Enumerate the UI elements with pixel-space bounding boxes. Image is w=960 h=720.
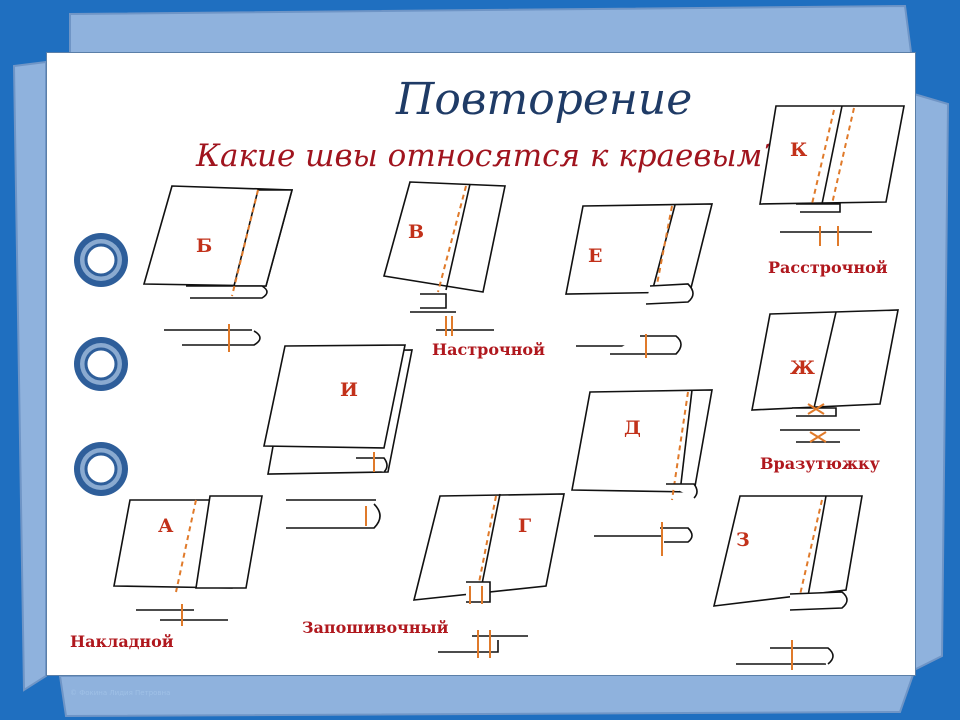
figure-letter: А (158, 515, 174, 537)
caption-zaposhivochny: Запошивочный (302, 618, 449, 637)
caption-vrazutyuzhku: Вразутюжку (760, 454, 880, 473)
caption-nakladnoy: Накладной (70, 632, 174, 651)
figure-zh (751, 309, 899, 443)
figure-e (565, 203, 714, 358)
slide-subtitle: Какие швы относятся к краевым? (196, 138, 779, 174)
figure-b (142, 185, 294, 352)
caption-nastrochnoy: Настрочной (432, 340, 545, 359)
figure-letter: Е (588, 245, 602, 267)
figure-v (382, 181, 506, 336)
figure-letter: В (408, 221, 424, 243)
figure-letter: Д (624, 417, 641, 439)
figure-letter: Ж (790, 357, 815, 379)
figure-letter: Б (196, 235, 212, 257)
ring-button-3[interactable] (74, 442, 128, 496)
caption-rasstrochnoy: Расстрочной (768, 258, 888, 277)
figure-letter: И (340, 379, 358, 401)
ring-button-2[interactable] (74, 337, 128, 391)
figure-i (263, 344, 413, 529)
slide-title: Повторение (396, 74, 693, 125)
figure-g (412, 493, 565, 658)
figure-k (759, 105, 905, 246)
figure-letter: Г (518, 515, 531, 537)
figure-a (113, 495, 263, 626)
ring-button-1[interactable] (74, 233, 128, 287)
figure-letter: К (790, 139, 808, 161)
figure-z (712, 495, 863, 670)
figure-letter: З (736, 529, 750, 551)
copyright-text: © Фокина Лидия Петровна (70, 689, 171, 697)
figure-d (571, 389, 713, 556)
